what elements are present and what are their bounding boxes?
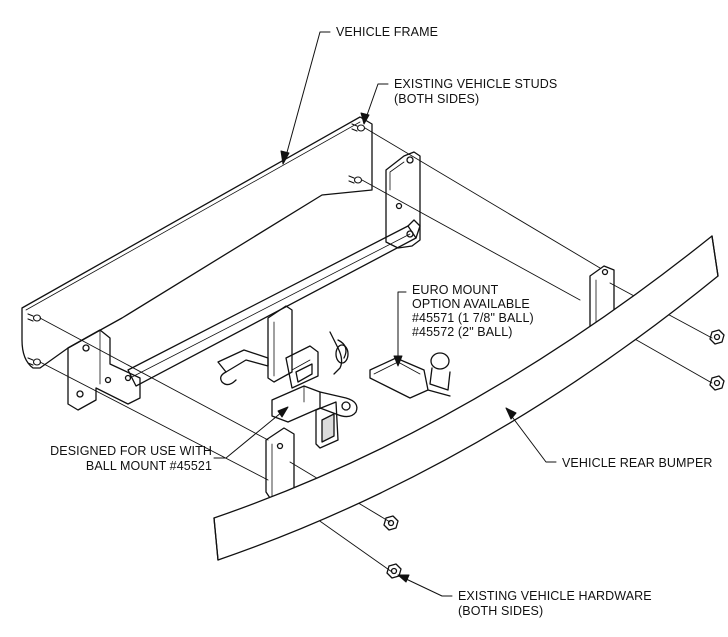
vehicle-frame-label: VEHICLE FRAME (336, 25, 439, 39)
receiver-housing (267, 305, 319, 389)
euro-mount-label-line1: EURO MOUNT (412, 283, 499, 297)
cross-tube (127, 219, 421, 387)
hardware-label-line2: (BOTH SIDES) (458, 604, 544, 618)
hitch-pin (217, 349, 269, 386)
designed-for-label-line1: DESIGNED FOR USE WITH (50, 444, 212, 458)
studs-label-line1: EXISTING VEHICLE STUDS (394, 77, 558, 91)
left-side-bracket (67, 329, 141, 411)
hardware-label-line1: EXISTING VEHICLE HARDWARE (458, 589, 652, 603)
designed-for-label-line2: BALL MOUNT #45521 (85, 459, 212, 473)
ball-mount (271, 385, 358, 449)
euro-mount-label-line2: OPTION AVAILABLE (412, 297, 530, 311)
rear-bumper-label: VEHICLE REAR BUMPER (562, 456, 713, 470)
euro-mount-label-line4: #45572 (2" BALL) (412, 325, 513, 339)
right-side-bracket (385, 151, 421, 249)
hitch-clip (329, 331, 349, 375)
hardware-nuts (383, 329, 725, 579)
rear-bumper (213, 235, 719, 561)
leader-lines (213, 31, 557, 597)
studs-label-line2: (BOTH SIDES) (394, 92, 480, 106)
euro-mount (369, 352, 451, 399)
euro-mount-label-line3: #45571 (1 7/8" BALL) (412, 311, 534, 325)
vehicle-studs (27, 123, 366, 366)
vehicle-frame (21, 116, 373, 369)
